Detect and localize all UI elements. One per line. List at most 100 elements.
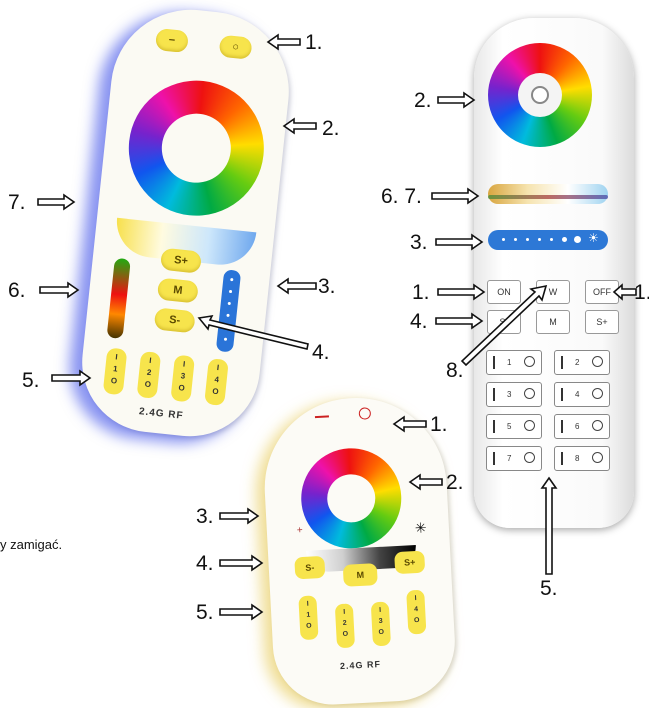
on-bar-icon: [493, 452, 495, 465]
zone-number: 3: [180, 371, 186, 381]
remote-a-speed-up-button[interactable]: S+: [159, 247, 203, 274]
remote-b-rf-label: 2.4G RF: [339, 659, 382, 672]
zone-number: 3: [378, 617, 383, 626]
arrow-left-icon: [392, 415, 427, 433]
dot-icon: [562, 237, 567, 242]
zone-number: 8: [575, 454, 580, 463]
zone-number: 1: [112, 364, 118, 374]
remote-a-power-button[interactable]: ○: [218, 34, 253, 60]
zone-number: 5: [507, 422, 512, 431]
arrow-right-icon: [437, 91, 476, 109]
remote-c-zone-8-button[interactable]: 8: [554, 446, 610, 471]
arrow-up-icon: [540, 476, 558, 575]
label-c-8: 8.: [446, 359, 464, 382]
zone-number: 2: [342, 619, 347, 627]
remote-a-rf-label: 2.4G RF: [138, 406, 185, 422]
remote-a-color-wheel[interactable]: [122, 73, 271, 223]
remote-c-wheel-center[interactable]: [531, 86, 549, 104]
label-a-2: 2.: [322, 117, 340, 140]
remote-a-mode-bar[interactable]: [106, 257, 131, 339]
arrow-left-icon: [408, 473, 443, 491]
remote-c-zone-5-button[interactable]: 5: [486, 414, 542, 439]
label-c-5: 5.: [540, 577, 558, 600]
zone-number: 1: [306, 611, 311, 619]
off-circle-icon: [524, 356, 535, 367]
off-circle-icon: [524, 420, 535, 431]
on-bar-icon: [561, 356, 563, 369]
label-b-5: 5.: [196, 601, 214, 624]
on-bar-icon: [561, 420, 563, 433]
label-b-2: 2.: [446, 471, 464, 494]
remote-c-mode-button[interactable]: M: [536, 310, 570, 334]
remote-c-zone-6-button[interactable]: 6: [554, 414, 610, 439]
remote-c-zone-3-button[interactable]: 3: [486, 382, 542, 407]
label-a-1: 1.: [305, 31, 323, 54]
arrow-right-icon: [219, 507, 260, 525]
remote-c: ☀ ON W OFF S- M S+ 1 2 3 4 5 6 7 8: [474, 18, 634, 528]
label-c-1-right: 1.: [634, 281, 649, 304]
remote-a-speed-down-button[interactable]: S-: [153, 307, 196, 334]
label-c-6-7: 6. 7.: [381, 185, 422, 208]
off-circle-icon: [524, 452, 535, 463]
remote-c-color-temp-bar[interactable]: [488, 184, 608, 204]
arrow-right-icon: [51, 369, 92, 387]
sun-icon: ☀: [588, 231, 599, 245]
power-icon[interactable]: [358, 407, 372, 420]
dot-icon: [227, 301, 231, 306]
remote-c-zone-4-button[interactable]: 4: [554, 382, 610, 407]
off-circle-icon: [592, 388, 603, 399]
off-circle-icon: [592, 452, 603, 463]
label-b-3: 3.: [196, 505, 214, 528]
zone-number: 2: [146, 367, 152, 378]
remote-b-speed-up-button[interactable]: S+: [394, 550, 426, 575]
arrow-right-icon: [435, 233, 484, 251]
remote-c-zone-1-button[interactable]: 1: [486, 350, 542, 375]
arrow-left-icon: [282, 117, 317, 135]
remote-a-mode-button[interactable]: M: [156, 277, 199, 304]
remote-c-on-button[interactable]: ON: [487, 280, 521, 304]
remote-c-color-wheel[interactable]: [488, 43, 592, 147]
remote-c-speed-up-button[interactable]: S+: [585, 310, 619, 334]
arrow-right-icon: [219, 603, 264, 621]
sun-icon: ✳: [414, 519, 428, 537]
arrow-right-icon: [219, 554, 264, 572]
remote-b-mode-button[interactable]: M: [342, 563, 378, 587]
dot-icon: [514, 238, 517, 241]
dot-icon: [574, 236, 581, 243]
zone-number: 4: [414, 605, 419, 614]
remote-c-zone-2-button[interactable]: 2: [554, 350, 610, 375]
label-b-4: 4.: [196, 552, 214, 575]
label-a-6: 6.: [8, 279, 26, 302]
remote-c-brightness-bar[interactable]: ☀: [488, 230, 608, 250]
off-circle-icon: [524, 388, 535, 399]
off-circle-icon: [592, 420, 603, 431]
dot-icon: [538, 238, 541, 241]
minus-icon: +: [296, 524, 304, 537]
on-bar-icon: [561, 452, 563, 465]
label-a-4: 4.: [312, 341, 330, 364]
zone-number: 4: [575, 390, 580, 399]
remote-a-minus-button[interactable]: −: [154, 27, 190, 54]
minus-icon[interactable]: [314, 415, 329, 419]
remote-b-color-wheel[interactable]: [298, 445, 404, 551]
caption-text: y zamigać.: [0, 537, 63, 552]
label-b-1: 1.: [430, 413, 448, 436]
label-c-3: 3.: [410, 231, 428, 254]
zone-number: 2: [575, 358, 580, 367]
arrow-left-icon: [197, 314, 309, 350]
remote-c-zone-7-button[interactable]: 7: [486, 446, 542, 471]
remote-b-speed-down-button[interactable]: S-: [294, 555, 326, 580]
zone-number: 1: [507, 358, 512, 367]
dot-icon: [550, 238, 553, 241]
label-c-1-left: 1.: [412, 281, 430, 304]
